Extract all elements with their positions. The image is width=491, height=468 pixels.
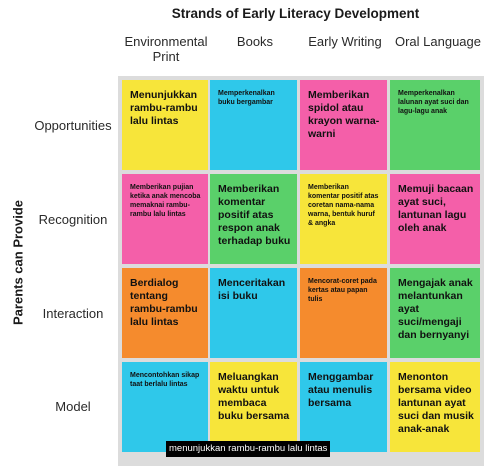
grid-cell-text: Memperkenalkan lalunan ayat suci dan lag… [398, 90, 469, 115]
chart-title: Strands of Early Literacy Development [171, 6, 420, 21]
grid-cell-r3-c3: Mencorat-coret pada kertas atau papan tu… [300, 268, 387, 358]
grid-cell-r4-c4: Menonton bersama video lantunan ayat suc… [390, 362, 480, 452]
grid-cell-r1-c4: Memperkenalkan lalunan ayat suci dan lag… [390, 80, 480, 170]
grid-cell-text: Menunjukkan rambu-rambu lalu lintas [130, 89, 198, 127]
grid-cell-r2-c2: Memberikan komentar positif atas respon … [210, 174, 297, 264]
grid-cell-text: Meluangkan waktu untuk membaca buku bers… [218, 371, 290, 422]
grid-cell-text: Memberikan komentar positif atas respon … [218, 183, 291, 247]
column-header-environmental-print: Environmental Print [124, 34, 208, 64]
grid-cell-text: Memuji bacaan ayat suci, lantunan lagu o… [398, 183, 474, 234]
grid-cell-r1-c1: Menunjukkan rambu-rambu lalu lintas [122, 80, 208, 170]
grid-cell-r4-c3: Menggambar atau menulis bersama [300, 362, 387, 452]
grid-cell-text: Memberikan komentar positif atas coretan… [308, 184, 379, 227]
grid-cell-r4-c1: Mencontohkan sikap taat berlalu lintas [122, 362, 208, 452]
grid-cell-text: Memberikan pujian ketika anak mencoba me… [130, 184, 201, 218]
grid-cell-text: Menonton bersama video lantunan ayat suc… [398, 371, 474, 435]
grid-cell-text: Mencorat-coret pada kertas atau papan tu… [308, 278, 377, 303]
grid-cell-r3-c4: Mengajak anak melantunkan ayat suci/meng… [390, 268, 480, 358]
grid-cell-r2-c1: Memberikan pujian ketika anak mencoba me… [122, 174, 208, 264]
grid-cell-text: Menggambar atau menulis bersama [308, 371, 374, 409]
grid-cell-r2-c3: Memberikan komentar positif atas coretan… [300, 174, 387, 264]
grid-cell-r2-c4: Memuji bacaan ayat suci, lantunan lagu o… [390, 174, 480, 264]
column-header-books: Books [236, 34, 274, 49]
grid-cell-r1-c3: Memberikan spidol atau krayon warna-warn… [300, 80, 387, 170]
grid-cell-text: Menceritakan isi buku [218, 277, 286, 302]
literacy-grid: Menunjukkan rambu-rambu lalu lintas Mempe… [118, 76, 484, 466]
grid-cell-text: Mencontohkan sikap taat berlalu lintas [130, 372, 200, 388]
grid-cell-r3-c1: Berdialog tentang rambu-rambu lalu linta… [122, 268, 208, 358]
row-header-model: Model [55, 399, 91, 414]
grid-cell-text: Berdialog tentang rambu-rambu lalu linta… [130, 277, 198, 328]
video-caption: menunjukkan rambu-rambu lalu lintas [166, 441, 331, 457]
grid-cell-text: Mengajak anak melantunkan ayat suci/meng… [398, 277, 473, 341]
grid-cell-r1-c2: Memperkenalkan buku bergambar [210, 80, 297, 170]
grid-cell-r3-c2: Menceritakan isi buku [210, 268, 297, 358]
grid-cell-text: Memperkenalkan buku bergambar [218, 90, 275, 106]
grid-cell-r4-c2: Meluangkan waktu untuk membaca buku bers… [210, 362, 297, 452]
row-header-recognition: Recognition [38, 212, 108, 227]
column-header-early-writing: Early Writing [308, 34, 382, 49]
column-header-oral-language: Oral Language [394, 34, 481, 49]
row-header-opportunities: Opportunities [34, 118, 112, 133]
row-header-interaction: Interaction [42, 306, 104, 321]
grid-cell-text: Memberikan spidol atau krayon warna-warn… [308, 89, 380, 140]
side-label-parents-can-provide: Parents can Provide [10, 200, 26, 325]
